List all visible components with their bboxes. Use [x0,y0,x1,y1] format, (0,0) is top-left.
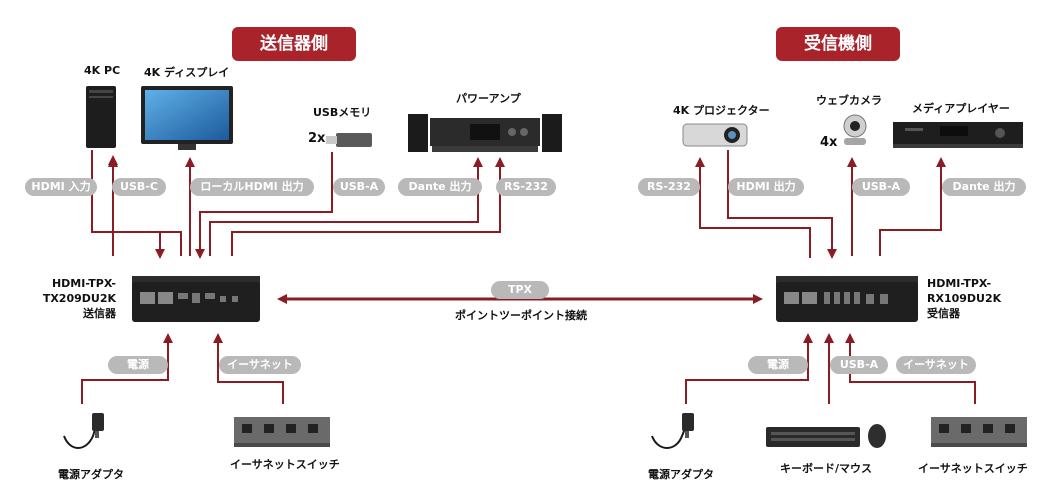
usb-a-pill: USB-A [333,178,385,196]
rs232-arrow [695,157,811,258]
ethernet-pill: イーサネット [219,356,301,374]
monitor-icon [141,86,233,150]
dante-output-pill: Dante 出力 [942,178,1026,196]
usb-a-arrow [195,152,333,259]
usb-c-pill: USB-C [112,178,166,196]
receiver-title: 受信機側 [776,27,900,61]
usb-memory-label: USBメモリ [313,106,372,119]
transmitter-name: HDMI-TPX- TX209DU2K 送信器 [38,276,116,321]
rs232-arrow [231,157,505,256]
receiver-box-icon [776,276,918,322]
transmitter-box-icon [132,276,260,322]
pc-label: 4K PC [84,64,121,77]
pc-tower-icon [86,86,116,148]
usb-count-label: 2x [308,131,326,146]
display-label: 4K ディスプレイ [144,66,230,79]
transmitter-name-line: TX209DU2K [42,292,116,305]
tpx-pill: TPX [491,281,549,299]
receiver-name-line: HDMI-TPX- [927,277,992,290]
usb-a-pill: USB-A [852,178,910,196]
ethernet-pill: イーサネット [896,356,976,374]
receiver-name-line: RX109DU2K [927,292,1002,305]
sender-connections [81,150,505,404]
hdmi-output-arrow [727,150,837,259]
sender-title: 送信器側 [232,27,356,61]
ethernet-switch-icon [234,417,330,447]
webcam-icon [843,114,867,145]
rs232-pill: RS-232 [638,178,700,196]
webcam-label: ウェブカメラ [816,94,882,107]
power-amp-icon [408,114,562,152]
dante-arrow [879,157,946,256]
usb-a-bottom-pill: USB-A [830,356,888,374]
webcam-count-label: 4x [820,135,838,150]
hdmi-output-pill: HDMI 出力 [728,178,804,196]
switch-label: イーサネットスイッチ [230,458,340,471]
transmitter-name-line: 送信器 [83,307,116,320]
ethernet-switch-icon [931,417,1027,447]
transmitter-name-line: HDMI-TPX- [51,277,116,290]
media-player-icon [893,122,1023,148]
dante-output-pill: Dante 出力 [398,178,482,196]
power-pill: 電源 [108,356,168,374]
power-adapter-icon [63,413,104,449]
keyboard-mouse-label: キーボード/マウス [780,462,873,475]
projector-label: 4K プロジェクター [673,104,770,117]
usb-c-return-arrow [108,157,182,256]
amp-label: パワーアンプ [456,92,521,105]
power-arrow [685,333,813,404]
switch-label: イーサネットスイッチ [918,462,1028,475]
dante-arrow [209,157,483,256]
local-hdmi-output-pill: ローカルHDMI 出力 [190,178,314,196]
usb-stick-icon [326,133,372,147]
power-arrow [81,333,173,404]
receiver-name-line: 受信器 [927,307,960,320]
keyboard-mouse-icon [766,424,886,448]
projector-icon [682,123,748,147]
hdmi-input-arrow [91,150,165,259]
power-pill: 電源 [748,356,808,374]
power-adapter-icon [651,413,694,449]
link-label: ポイントツーポイント接続 [455,309,587,322]
media-player-label: メディアプレイヤー [912,102,1010,115]
receiver-name: HDMI-TPX- RX109DU2K 受信器 [927,276,1001,321]
ethernet-arrow [213,333,284,404]
hdmi-input-pill: HDMI 入力 [25,178,97,196]
power-adapter-label: 電源アダプタ [58,468,124,481]
power-adapter-label: 電源アダプタ [648,468,714,481]
rs232-pill: RS-232 [496,178,556,196]
